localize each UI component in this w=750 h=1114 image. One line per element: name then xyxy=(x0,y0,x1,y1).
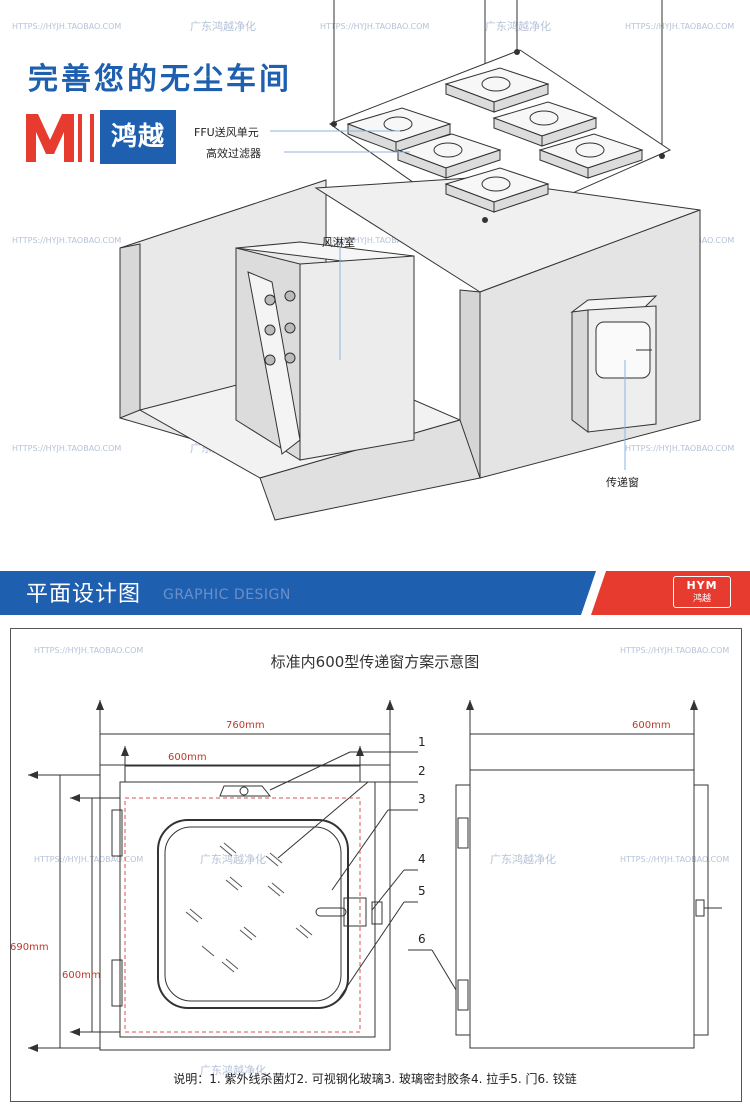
callout-3: 3 xyxy=(418,792,426,806)
watermark-cn: 广东鸿越净化 xyxy=(200,1064,266,1077)
callout-5: 5 xyxy=(418,884,426,898)
badge-line1: HYM xyxy=(686,579,718,592)
label-pass-box: 传递窗 xyxy=(606,476,639,489)
callout-1: 1 xyxy=(418,735,426,749)
section-banner xyxy=(0,571,750,615)
watermark-url: HTTPS://HYJH.TAOBAO.COM xyxy=(625,444,735,453)
cleanroom-illustration xyxy=(119,0,701,521)
watermark-url: HTTPS://HYJH.TAOBAO.COM xyxy=(12,236,122,245)
label-hepa-filter: 高效过滤器 xyxy=(206,147,261,160)
dim-inner-height: 600mm xyxy=(62,970,101,981)
watermark-cn: 广东鸿越净化 xyxy=(200,853,266,866)
watermark-url: HTTPS://HYJH.TAOBAO.COM xyxy=(34,646,144,655)
label-ffu: FFU送风单元 xyxy=(194,126,259,139)
watermark-url: HTTPS://HYJH.TAOBAO.COM xyxy=(12,444,122,453)
headline: 完善您的无尘车间 xyxy=(28,62,292,97)
section-title: 平面设计图 xyxy=(26,582,142,607)
watermark-url: HTTPS://HYJH.TAOBAO.COM xyxy=(625,22,735,31)
dim-inner-width: 600mm xyxy=(168,752,207,763)
watermark-url: HTTPS://HYJH.TAOBAO.COM xyxy=(34,855,144,864)
dim-side-depth: 600mm xyxy=(632,720,671,731)
callout-2: 2 xyxy=(418,764,426,778)
dim-outer-height: 690mm xyxy=(10,942,49,953)
callout-4: 4 xyxy=(418,852,426,866)
label-air-shower: 风淋室 xyxy=(322,236,355,249)
watermark-url: HTTPS://HYJH.TAOBAO.COM xyxy=(320,22,430,31)
badge-line2: 鸿越 xyxy=(692,594,711,604)
watermark-url: HTTPS://HYJH.TAOBAO.COM xyxy=(620,646,730,655)
watermark-url: HTTPS://HYJH.TAOBAO.COM xyxy=(320,236,430,245)
watermark-url: HTTPS://HYJH.TAOBAO.COM xyxy=(12,22,122,31)
brand-logo: 鸿越 xyxy=(24,110,176,164)
hym-badge: HYM 鸿越 xyxy=(673,576,731,608)
watermark-url: HTTPS://HYJH.TAOBAO.COM xyxy=(620,855,730,864)
section-subtitle: GRAPHIC DESIGN xyxy=(163,587,291,603)
brand-name: 鸿越 xyxy=(100,110,176,164)
drawing-title: 标准内600型传递窗方案示意图 xyxy=(270,653,480,671)
watermark-cn: 广东鸿越净化 xyxy=(490,853,556,866)
dim-outer-width: 760mm xyxy=(226,720,265,731)
logo-mark-icon xyxy=(26,114,94,162)
legend-note: 说明：1. 紫外线杀菌灯2. 可视钢化玻璃3. 玻璃密封胶条4. 拉手5. 门6… xyxy=(173,1072,577,1086)
callout-6: 6 xyxy=(418,932,426,946)
drawing-frame xyxy=(10,628,742,1102)
watermark-cn: 广东鸿越净化 xyxy=(485,20,551,33)
watermark-cn: 广东鸿越净化 xyxy=(190,20,256,33)
